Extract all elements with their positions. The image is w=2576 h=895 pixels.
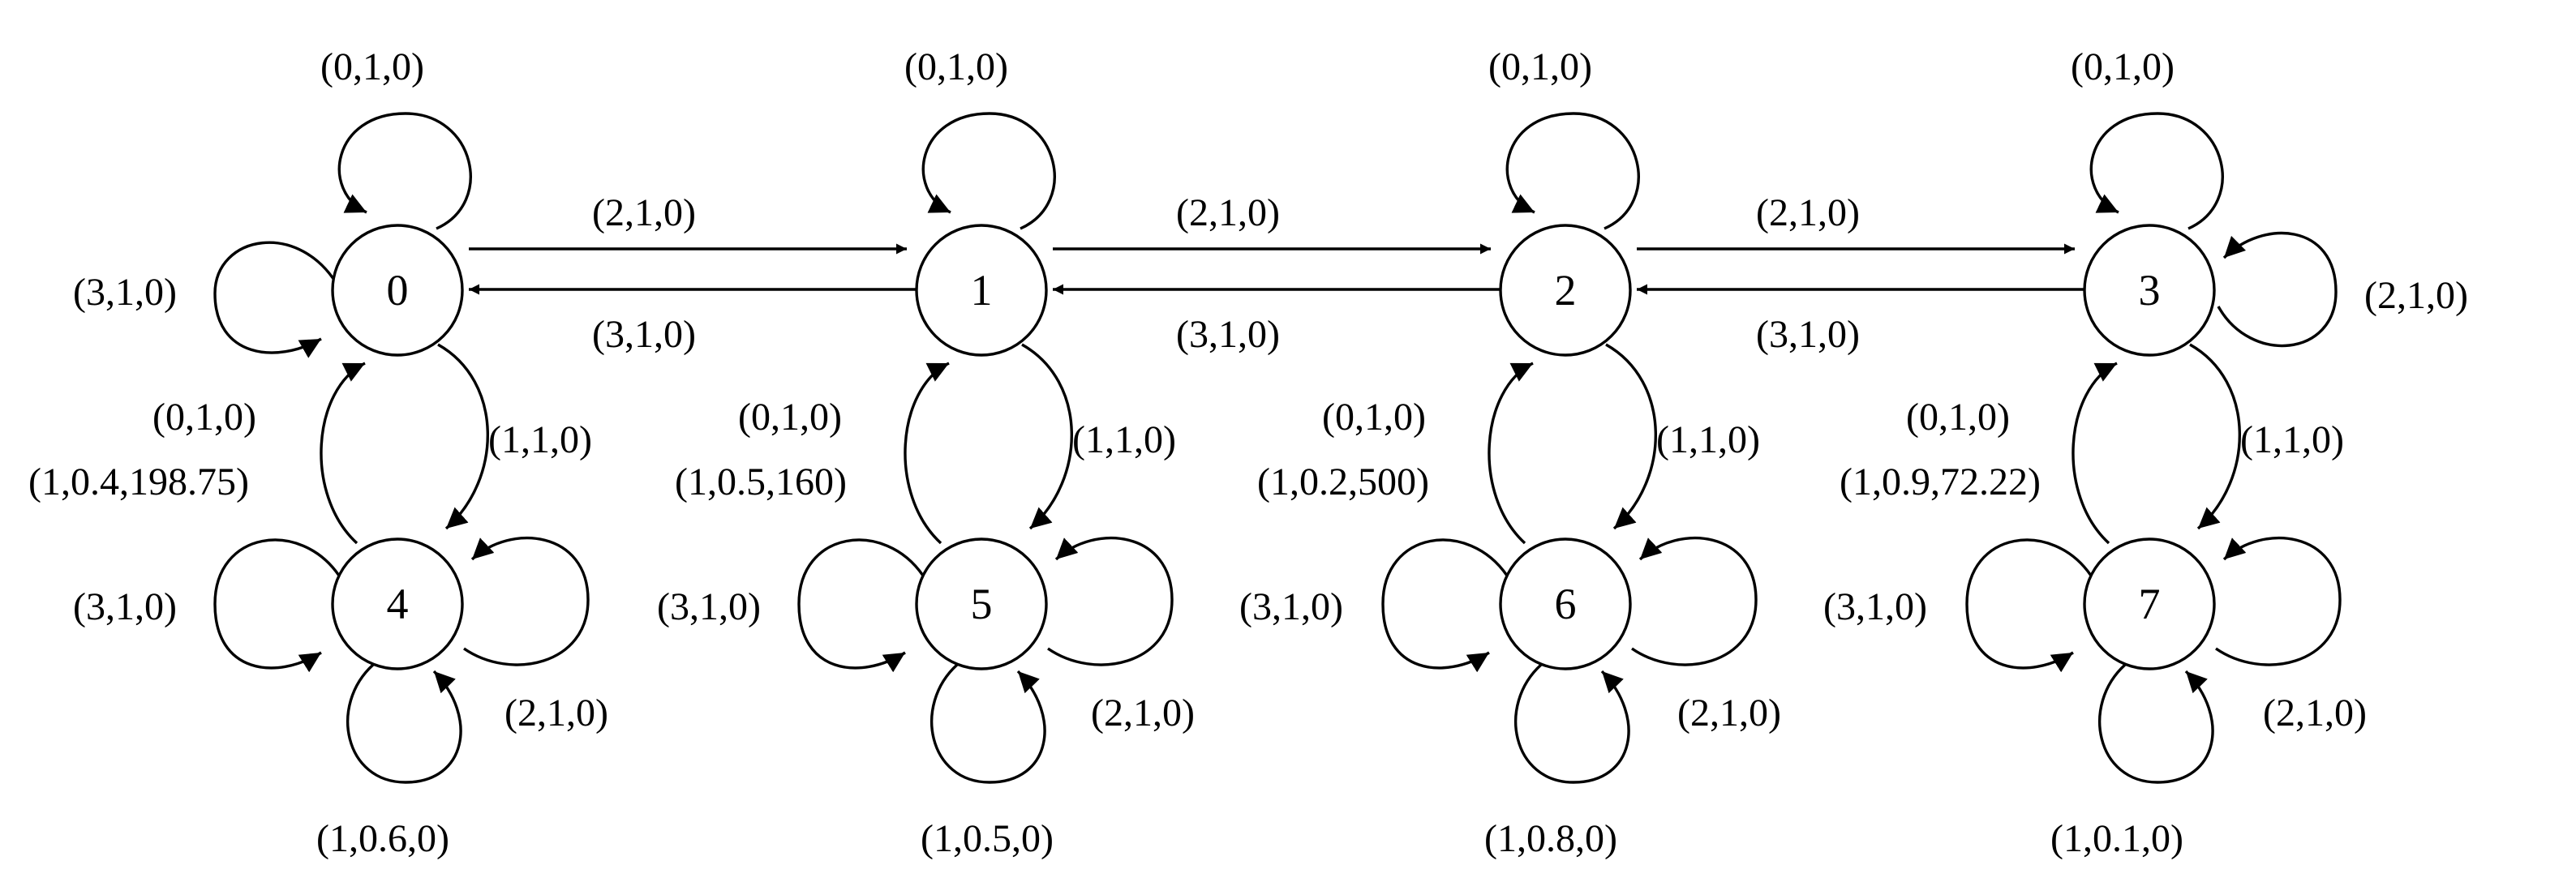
edge-label-s5-self-left: (3,1,0) [657,585,761,628]
edge-s6-self-left [1381,538,1509,673]
state-label-6: 6 [1555,580,1577,628]
edge-label-s5-to-s1-a: (0,1,0) [738,396,842,439]
edge-label-s7-self-left: (3,1,0) [1823,585,1927,628]
edge-s0-to-s4 [437,343,489,530]
edge-s5-to-s1 [904,362,950,545]
edge-s7-self-left [1965,538,2093,673]
state-node-6: 6 [1499,537,1632,670]
edge-s1-self-top [921,112,1056,230]
edge-label-s3-to-s7: (1,1,0) [2240,418,2344,461]
edge-s6-to-s2 [1488,362,1534,545]
edge-label-s4-to-s0-a: (0,1,0) [152,396,256,439]
edge-label-s6-to-s2-a: (0,1,0) [1322,396,1426,439]
edge-s3-to-s7 [2189,343,2241,530]
state-label-7: 7 [2139,580,2161,628]
state-node-0: 0 [331,224,464,357]
edge-s7-self-bottom [2098,663,2214,784]
edge-label-s5-self-bottom: (1,0.5,0) [921,817,1054,860]
edge-s7-to-s3 [2072,362,2118,545]
state-node-2: 2 [1499,224,1632,357]
edge-s4-self-left [213,538,341,673]
edge-label-s6-self-left: (3,1,0) [1239,585,1343,628]
edge-label-s1-self-top: (0,1,0) [904,45,1008,88]
edge-s0-self-top [337,112,472,230]
state-label-0: 0 [387,266,409,315]
edge-label-s3-to-s2: (3,1,0) [1756,313,1860,356]
edge-label-s0-to-s1: (2,1,0) [592,191,696,234]
edge-label-s3-self-top: (0,1,0) [2071,45,2175,88]
edge-s2-self-top [1505,112,1640,230]
edge-label-s2-to-s6: (1,1,0) [1656,418,1760,461]
edge-s3-self-right [2217,231,2338,348]
edge-label-s7-to-s3-a: (0,1,0) [1906,396,2010,439]
edge-label-s5-self-right: (2,1,0) [1091,692,1195,734]
edge-s4-to-s0 [320,362,366,545]
edge-label-s7-self-bottom: (1,0.1,0) [2050,817,2183,860]
edge-s3-self-top [2089,112,2224,230]
edge-s7-self-right [2215,536,2342,666]
edge-label-s4-self-right: (2,1,0) [504,692,608,734]
edge-label-s0-to-s4: (1,1,0) [488,418,592,461]
state-node-4: 4 [331,537,464,670]
edge-s5-self-left [797,538,925,673]
state-label-5: 5 [971,580,993,628]
edge-label-s1-to-s5: (1,1,0) [1072,418,1176,461]
state-node-5: 5 [915,537,1048,670]
edge-s4-self-right [463,536,590,666]
edge-label-s2-to-s1: (3,1,0) [1176,313,1280,356]
edge-label-s4-self-left: (3,1,0) [73,585,177,628]
edge-label-s1-to-s2: (2,1,0) [1176,191,1280,234]
edge-label-s7-to-s3-b: (1,0.9,72.22) [1840,460,2041,503]
edge-label-s6-self-right: (2,1,0) [1677,692,1781,734]
edge-s4-self-bottom [346,663,462,784]
state-label-1: 1 [971,266,993,315]
state-node-7: 7 [2083,537,2216,670]
edge-label-s4-self-bottom: (1,0.6,0) [316,817,449,860]
edge-label-s7-self-right: (2,1,0) [2263,692,2367,734]
edge-label-s1-to-s0: (3,1,0) [592,313,696,356]
edge-label-s2-self-top: (0,1,0) [1488,45,1592,88]
edge-label-s0-self-left: (3,1,0) [73,271,177,314]
state-label-2: 2 [1555,266,1577,315]
state-node-3: 3 [2083,224,2216,357]
state-label-4: 4 [387,580,409,628]
edge-s5-self-right [1047,536,1174,666]
state-node-1: 1 [915,224,1048,357]
edge-label-s5-to-s1-b: (1,0.5,160) [675,460,847,503]
edge-label-s2-to-s3: (2,1,0) [1756,191,1860,234]
edge-label-s4-to-s0-b: (1,0.4,198.75) [28,460,249,503]
edge-s1-to-s5 [1021,343,1073,530]
edge-s6-self-bottom [1514,663,1630,784]
edge-s6-self-right [1631,536,1758,666]
edge-label-s0-self-top: (0,1,0) [320,45,424,88]
edge-label-s3-self-right: (2,1,0) [2364,274,2468,317]
edge-s2-to-s6 [1605,343,1657,530]
edge-label-s6-self-bottom: (1,0.8,0) [1484,817,1617,860]
edge-s0-self-left [213,241,341,358]
state-label-3: 3 [2139,266,2161,315]
edge-label-s6-to-s2-b: (1,0.2,500) [1257,460,1429,503]
edge-s5-self-bottom [930,663,1046,784]
